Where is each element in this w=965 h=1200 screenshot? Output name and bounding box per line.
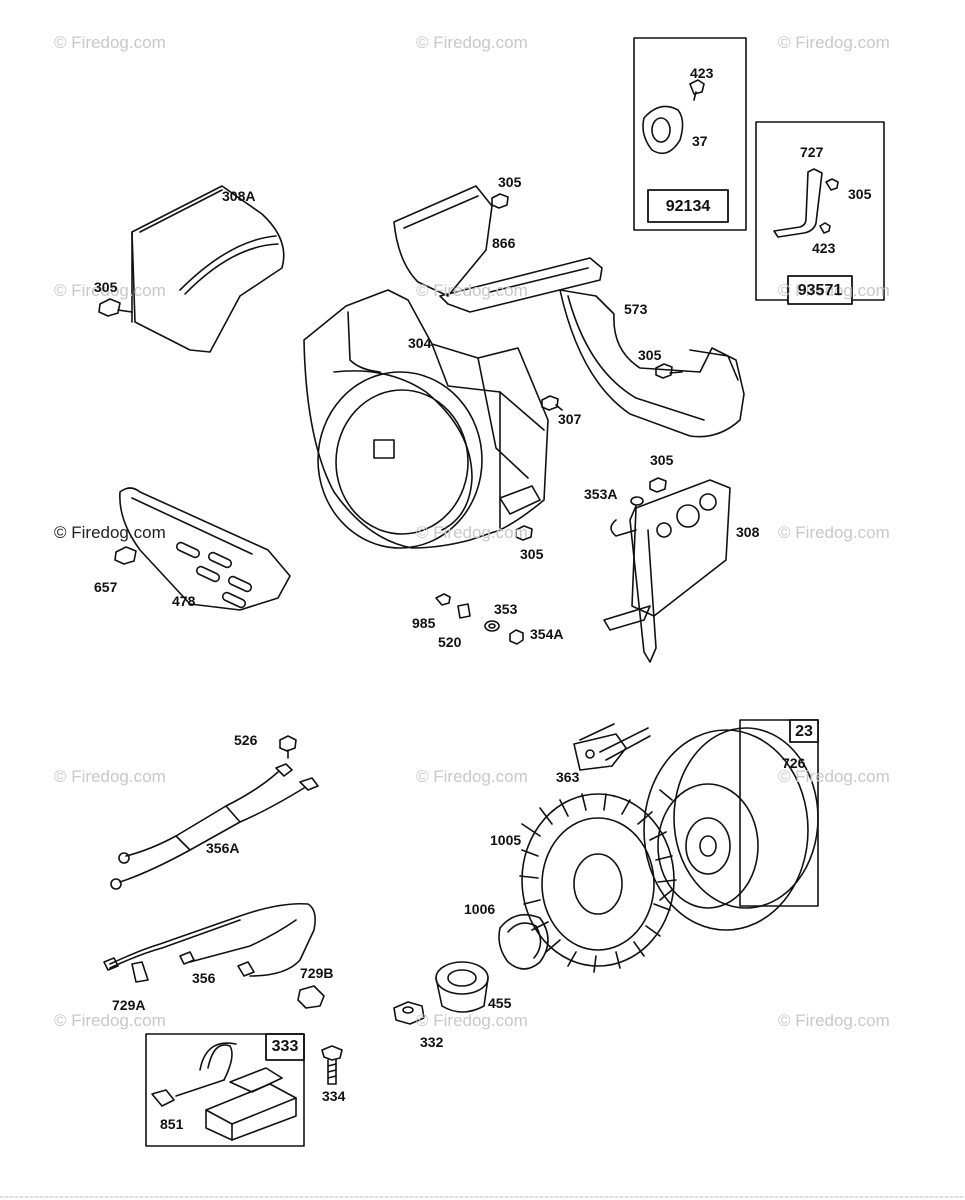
part-1005 (519, 793, 677, 973)
screw-305-right (649, 477, 667, 493)
callout-478: 478 (172, 593, 196, 609)
callout-334: 334 (322, 1088, 346, 1104)
watermark-dark: © Firedog.com (54, 523, 166, 542)
callout-851: 851 (160, 1116, 184, 1132)
watermark: © Firedog.com (54, 767, 166, 786)
part-455 (435, 961, 489, 1013)
part-478 (119, 487, 291, 611)
kit-number-333: 333 (271, 1038, 299, 1055)
nut-332 (393, 1001, 425, 1025)
screw-305-mid (655, 363, 683, 379)
watermark: © Firedog.com (54, 1011, 166, 1030)
watermark: © Firedog.com (54, 281, 166, 300)
watermark: © Firedog.com (778, 33, 890, 52)
part-304 (303, 289, 549, 549)
callout-866: 866 (492, 235, 516, 251)
callout-729B: 729B (300, 965, 334, 981)
callout-308A: 308A (222, 188, 256, 204)
callout-356A: 356A (206, 840, 240, 856)
screw-305-low (515, 525, 533, 541)
watermark: © Firedog.com (778, 767, 890, 786)
watermark: © Firedog.com (416, 33, 528, 52)
callout-304: 304 (408, 335, 432, 351)
part-573 (559, 289, 745, 438)
watermark: © Firedog.com (54, 33, 166, 52)
part-1006 (498, 913, 549, 970)
part-866 (393, 185, 603, 313)
callout-308: 308 (736, 524, 760, 540)
callout-657: 657 (94, 579, 118, 595)
part-356A (110, 735, 319, 890)
callout-520: 520 (438, 634, 462, 650)
callout-305: 305 (94, 279, 118, 295)
screw-307 (541, 395, 563, 411)
callout-305: 305 (650, 452, 674, 468)
part-726 (643, 719, 819, 931)
callout-423: 423 (690, 65, 714, 81)
watermark: © Firedog.com (416, 523, 528, 542)
watermark: © Firedog.com (416, 281, 528, 300)
kit-number-23: 23 (795, 723, 813, 740)
part-363 (573, 723, 651, 771)
kit-box-92134 (633, 37, 747, 231)
callout-423: 423 (812, 240, 836, 256)
callout-573: 573 (624, 301, 648, 317)
callout-363: 363 (556, 769, 580, 785)
callout-305: 305 (848, 186, 872, 202)
callout-305: 305 (520, 546, 544, 562)
watermark: © Firedog.com (416, 1011, 528, 1030)
callout-1005: 1005 (490, 832, 522, 848)
watermark: © Firedog.com (416, 767, 528, 786)
kit-box-93571 (755, 121, 885, 305)
callout-455: 455 (488, 995, 512, 1011)
bolt-334 (321, 1045, 343, 1085)
small-hardware (435, 593, 524, 645)
watermark: © Firedog.com (778, 523, 890, 542)
part-356 (103, 902, 316, 983)
kit-box-333 (145, 1033, 305, 1147)
kit-number-92134: 92134 (665, 198, 711, 215)
callout-729A: 729A (112, 997, 146, 1013)
callout-1006: 1006 (464, 901, 496, 917)
callout-727: 727 (800, 144, 824, 160)
watermark: © Firedog.com (778, 1011, 890, 1030)
callout-985: 985 (412, 615, 436, 631)
screw-657 (114, 546, 137, 565)
callout-332: 332 (420, 1034, 444, 1050)
screw-305-left (98, 298, 133, 317)
callout-305: 305 (638, 347, 662, 363)
callout-37: 37 (692, 133, 708, 149)
callout-356: 356 (192, 970, 216, 986)
callout-307: 307 (558, 411, 582, 427)
part-308 (603, 479, 731, 663)
clip-729B (297, 985, 325, 1009)
callout-726: 726 (782, 755, 806, 771)
kit-number-93571: 93571 (797, 282, 843, 299)
callout-305: 305 (498, 174, 522, 190)
callout-526: 526 (234, 732, 258, 748)
callout-354A: 354A (530, 626, 564, 642)
callout-353A: 353A (584, 486, 618, 502)
screw-305-top (491, 193, 509, 209)
watermark: © Firedog.com (778, 281, 890, 300)
washer-353A (630, 496, 644, 506)
part-308A (131, 185, 285, 353)
callout-353: 353 (494, 601, 518, 617)
